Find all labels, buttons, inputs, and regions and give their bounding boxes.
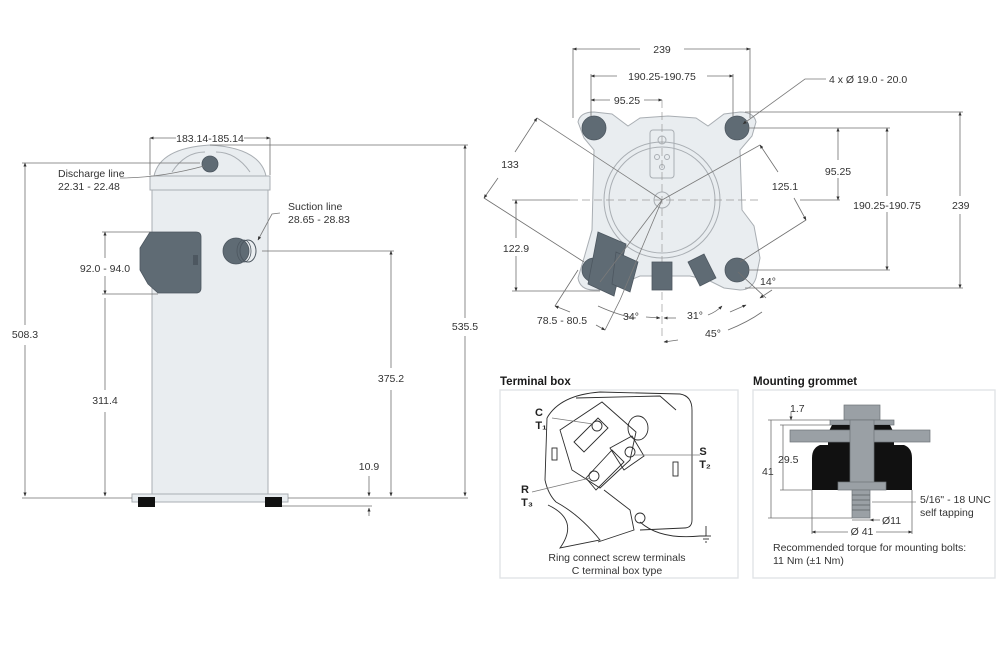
dim-terminal-offset: 78.5 - 80.5 (537, 315, 587, 327)
dim-top-width: 183.14-185.14 (176, 133, 244, 145)
grommet-left (138, 497, 155, 507)
terminal-box-title: Terminal box (500, 376, 571, 388)
terminal-box-illustration (531, 391, 711, 549)
terminal-caption-2: C terminal box type (572, 565, 663, 577)
dim-left-offset: 122.9 (503, 243, 529, 255)
label-c: C (535, 407, 543, 419)
terminal-c-screw (591, 420, 603, 432)
terminal-box-latch (193, 255, 198, 265)
threaded-tip (851, 489, 871, 519)
torque-line-1: Recommended torque for mounting bolts: (773, 542, 966, 554)
suction-label: Suction line (288, 201, 342, 213)
side-view: 183.14-185.14 508.3 Discharge line 22.31… (12, 133, 478, 516)
suction-fitting (222, 237, 250, 265)
ground-screw (634, 512, 646, 524)
dim-diag-133: 133 (501, 159, 519, 171)
dim-overall-width: 239 (653, 44, 671, 56)
discharge-label: Discharge line (58, 168, 125, 180)
terminal-box-frame (499, 389, 739, 579)
dim-d41: Ø 41 (851, 526, 874, 538)
base-plate (131, 493, 289, 503)
angle-45: 45° (705, 328, 721, 340)
angle-31: 31° (687, 310, 703, 322)
dim-height-508: 508.3 (12, 329, 38, 341)
dim-terminal-box-height: 92.0 - 94.0 (80, 263, 130, 275)
mounting-grommet-panel: Mounting grommet (752, 376, 996, 579)
dim-41-height: 41 (762, 466, 774, 478)
bolt-sleeve (849, 419, 875, 487)
dim-half-spacing-x: 95.25 (614, 95, 640, 107)
dim-height-535: 535.5 (452, 321, 478, 333)
dim-half-spacing-y: 95.25 (825, 166, 851, 178)
discharge-value: 22.31 - 22.48 (58, 181, 120, 193)
discharge-fitting-top (651, 261, 673, 291)
terminal-s-screw (624, 446, 636, 458)
bolt-head (843, 404, 881, 421)
mounting-hole-tr (724, 115, 750, 141)
label-t1: T₁ (535, 420, 547, 432)
dim-suction-elevation: 375.2 (378, 373, 404, 385)
thread-spec-1: 5/16" - 18 UNC (920, 494, 991, 506)
dome-ribs (171, 151, 251, 173)
label-t2: T₂ (699, 459, 711, 471)
grommet-right (265, 497, 282, 507)
dim-diag-125: 125.1 (772, 181, 798, 193)
terminal-box-panel: Terminal box (499, 376, 739, 579)
shell-band (149, 175, 271, 191)
dim-bolt-spacing-x: 190.25-190.75 (628, 71, 696, 83)
discharge-fitting (201, 155, 219, 173)
top-view: 239 190.25-190.75 95.25 4 x Ø 19.0 - 20.… (483, 44, 970, 344)
dim-d11: Ø11 (882, 515, 901, 527)
mounting-grommet-title: Mounting grommet (753, 376, 857, 388)
torque-line-2: 11 Nm (±1 Nm) (773, 555, 844, 567)
dim-bolt-spacing-y: 190.25-190.75 (853, 200, 921, 212)
mounting-hole-tl (581, 115, 607, 141)
dim-terminal-elevation: 311.4 (92, 395, 118, 407)
terminal-box-side (139, 231, 202, 294)
dim-29-5: 29.5 (778, 454, 799, 466)
angle-34: 34° (623, 311, 639, 323)
label-r: R (521, 484, 529, 496)
hole-spec: 4 x Ø 19.0 - 20.0 (829, 74, 907, 86)
label-t3: T₃ (521, 497, 533, 509)
grommet-illustration (789, 404, 931, 519)
suction-fitting-top (687, 253, 717, 287)
terminal-caption-1: Ring connect screw terminals (548, 552, 685, 564)
angle-14: 14° (760, 276, 776, 288)
dim-base-offset: 10.9 (359, 461, 380, 473)
terminal-r-screw (588, 470, 600, 482)
label-s: S (699, 446, 706, 458)
thread-spec-2: self tapping (920, 507, 974, 519)
dim-1-7: 1.7 (790, 403, 805, 415)
suction-value: 28.65 - 28.83 (288, 214, 350, 226)
dim-overall-height: 239 (952, 200, 970, 212)
